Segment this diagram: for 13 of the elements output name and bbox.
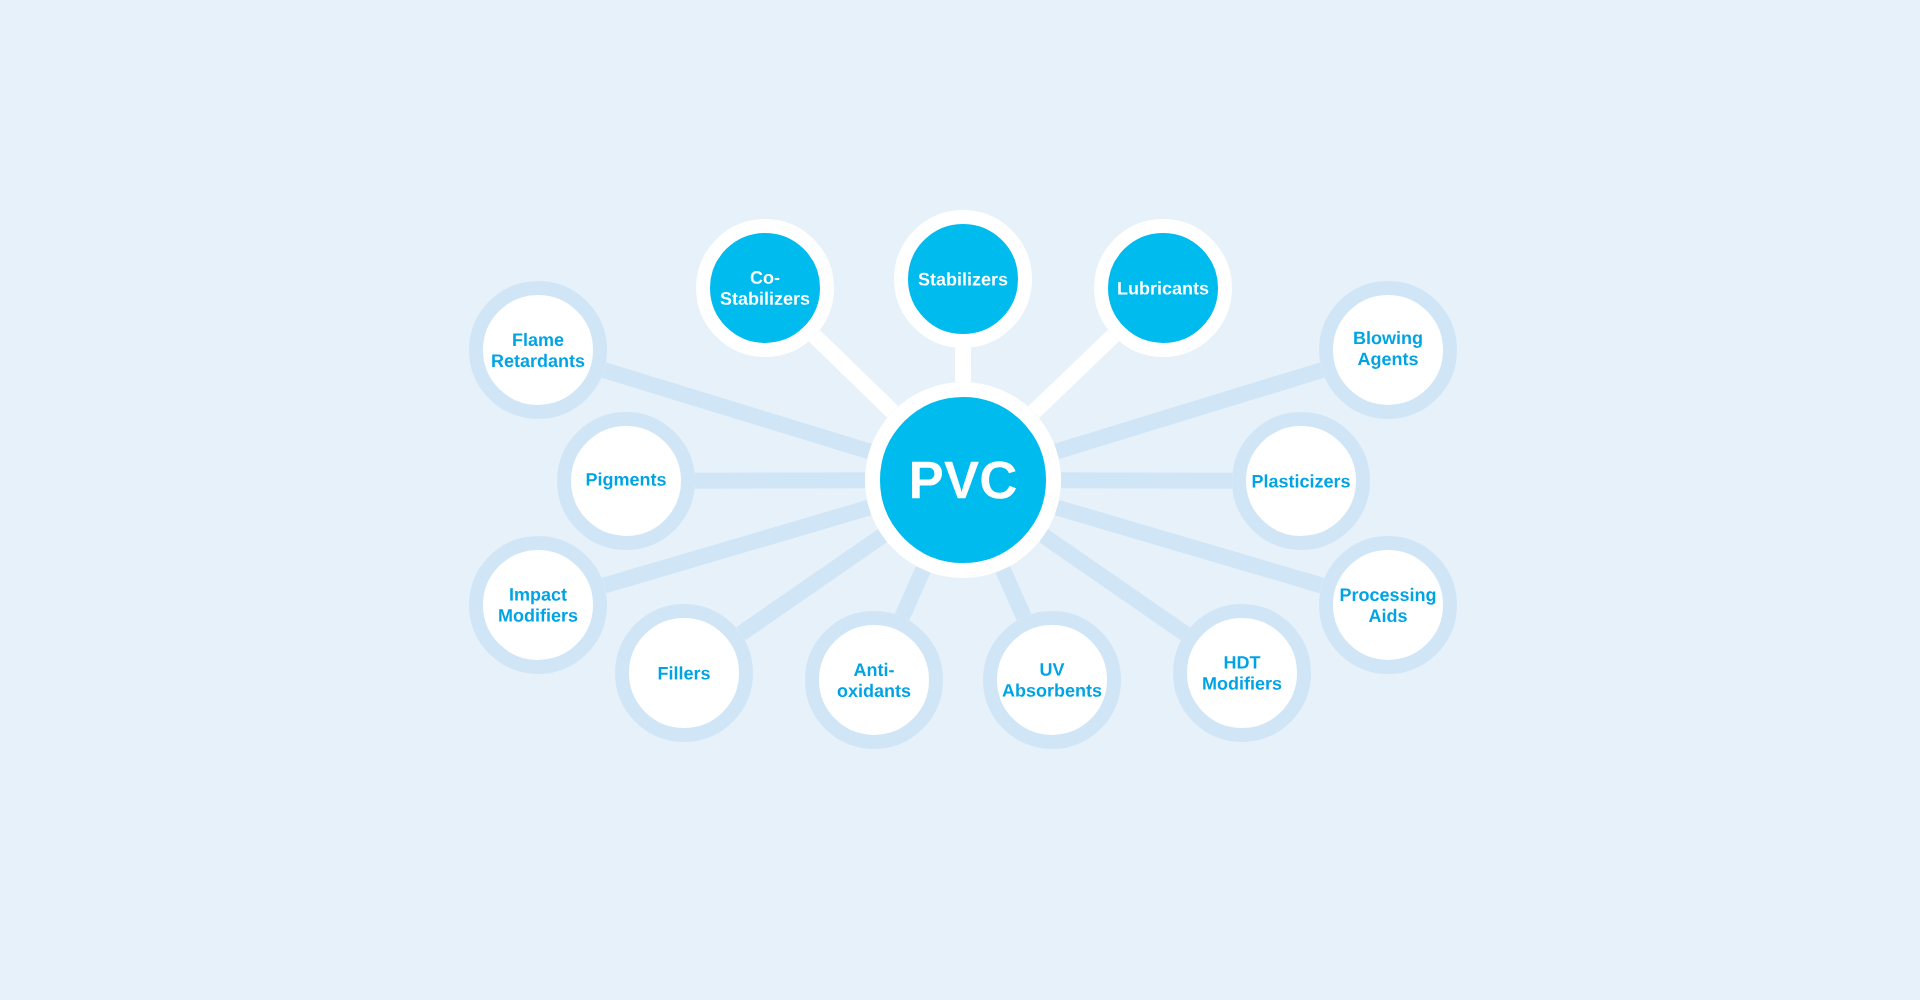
connector-line — [601, 499, 872, 594]
connector-line — [1039, 529, 1190, 641]
connector-line — [1054, 499, 1325, 594]
connector-line — [955, 348, 971, 382]
connector-line — [695, 472, 866, 489]
connector-line — [736, 529, 887, 641]
connector-line — [808, 330, 899, 418]
connector-line — [995, 566, 1032, 621]
connector-line — [1054, 362, 1325, 459]
connector-line — [1028, 330, 1119, 418]
connector-line — [894, 566, 931, 621]
connector-line — [1061, 472, 1233, 489]
connector-line — [601, 362, 872, 459]
